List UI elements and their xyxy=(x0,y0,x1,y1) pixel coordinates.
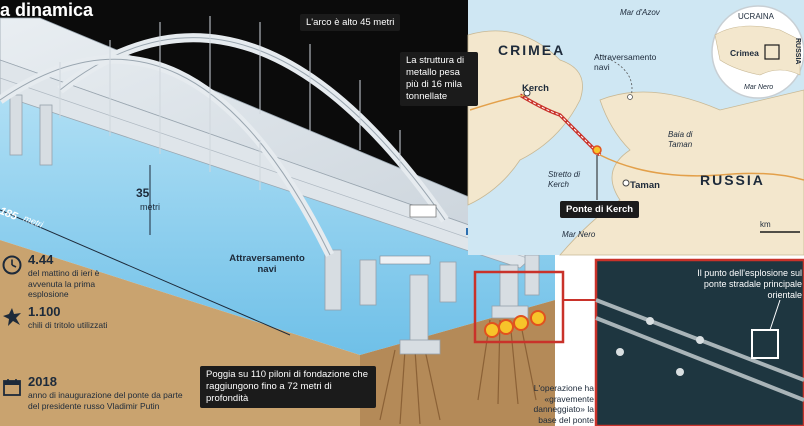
truck xyxy=(409,204,437,218)
map-label-passage: Attraversamento navi xyxy=(594,52,657,72)
explosion-highlight-box xyxy=(473,270,565,344)
map-label-black-sea: Mar Nero xyxy=(562,230,596,239)
height-value: 35 xyxy=(136,186,150,200)
page-title: a dinamica xyxy=(0,0,94,20)
inset-label-ukraine: UCRAINA xyxy=(738,12,775,21)
map-road xyxy=(469,94,526,111)
fact-text: anno di inaugurazione del ponte da parte… xyxy=(28,390,183,411)
calendar-icon xyxy=(3,379,21,396)
map-label-kerch: Kerch xyxy=(522,83,549,94)
map-land-crimea xyxy=(467,30,583,206)
inset-label-black-sea: Mar Nero xyxy=(744,84,774,91)
fact-value: 4.44 xyxy=(28,252,54,267)
inset-label-russia: RUSSIA xyxy=(794,38,801,65)
map-label-bridge: Ponte di Kerch xyxy=(560,201,640,218)
taman-city-dot xyxy=(622,179,630,187)
damage-note: L'operazione ha «gravemente danneggiato»… xyxy=(533,383,594,425)
train xyxy=(379,255,431,265)
clock-icon xyxy=(2,255,22,275)
map-label-crimea: CRIMEA xyxy=(498,42,566,58)
satellite-piers xyxy=(616,317,704,376)
map-explosion-marker xyxy=(592,145,602,155)
ship-passage-label: Attraversamento navi xyxy=(229,253,305,275)
inset-highlight-box xyxy=(764,44,780,60)
bridge-piers xyxy=(9,94,540,355)
foundation-note: Poggia su 110 piloni di fondazione che r… xyxy=(200,366,376,408)
steel-arches xyxy=(0,33,449,257)
explosion-blasts xyxy=(484,310,546,338)
span-dimension-line xyxy=(0,209,291,336)
kerch-city-dot xyxy=(523,89,531,97)
map-label-strait: Stretto di Kerch xyxy=(548,170,581,189)
arch-height-note: L'arco è alto 45 metri xyxy=(300,14,401,31)
satellite-damage-box xyxy=(751,329,779,359)
map-label-bay: Baia di Taman xyxy=(668,130,693,149)
inset-label-crimea: Crimea xyxy=(730,48,759,58)
fact-text: chili di tritolo utilizzati xyxy=(28,320,108,330)
map-label-taman: Taman xyxy=(630,180,660,191)
map-scale-unit: km xyxy=(760,220,771,229)
fact-value: 1.100 xyxy=(28,304,61,319)
satellite-caption: Il punto dell'esplosione sul ponte strad… xyxy=(697,268,802,300)
height-unit: metri xyxy=(140,202,160,212)
map-label-russia: RUSSIA xyxy=(700,172,765,188)
structure-weight-note: La struttura di metallo pesa più di 16 m… xyxy=(400,52,478,106)
ship-passage-line xyxy=(599,54,633,101)
fact-text: del mattino di ieri è avvenuta la prima … xyxy=(28,268,100,299)
arch-hangers xyxy=(59,16,401,190)
explosion-icon xyxy=(3,308,21,326)
foundation-piles xyxy=(379,319,537,425)
map-label-sea-azov: Mar d'Azov xyxy=(620,8,660,17)
fact-value: 2018 xyxy=(28,374,57,389)
